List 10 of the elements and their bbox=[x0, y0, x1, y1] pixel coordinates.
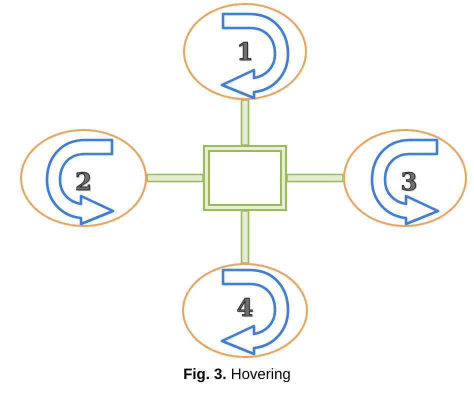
connector-line bbox=[240, 210, 250, 264]
figure-caption: Fig. 3. Hovering bbox=[183, 366, 291, 383]
rotor-number: 3 bbox=[400, 170, 418, 194]
rotor-number: 1 bbox=[236, 40, 254, 64]
body-square bbox=[203, 145, 287, 211]
rotor-number: 2 bbox=[75, 170, 92, 194]
rotor-number: 4 bbox=[236, 296, 254, 320]
connector-line bbox=[240, 99, 250, 146]
connector-line bbox=[286, 174, 344, 182]
connector-line bbox=[146, 174, 204, 182]
